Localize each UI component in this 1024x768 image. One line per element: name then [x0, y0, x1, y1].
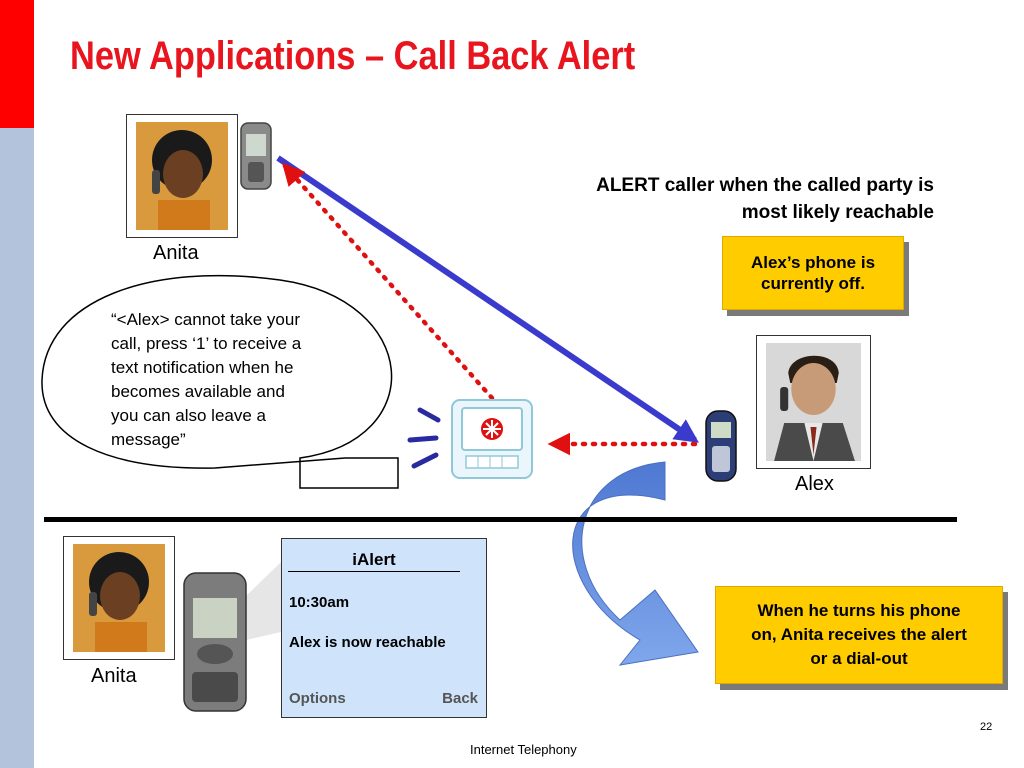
bubble-line: message” — [111, 430, 186, 449]
status-line1: Alex’s phone is — [750, 253, 876, 272]
alex-photo — [756, 335, 871, 469]
page-number: 22 — [980, 721, 993, 733]
alex-name: Alex — [795, 473, 834, 495]
screen-callout — [246, 562, 281, 640]
mobile-phone-icon — [705, 410, 737, 482]
back-softkey[interactable]: Back — [442, 690, 478, 707]
server-icon — [451, 399, 533, 479]
slide-footer: Internet Telephony — [470, 742, 577, 757]
alert-path-arrow — [282, 162, 495, 401]
result-line3: or a dial-out — [810, 649, 908, 668]
bubble-line: you can also leave a — [111, 406, 266, 425]
result-line2: on, Anita receives the alert — [751, 625, 967, 644]
side-bar-accent — [0, 0, 34, 128]
curved-arrow — [572, 461, 699, 666]
alert-heading-line2: most likely reachable — [741, 202, 934, 223]
avatar — [73, 544, 165, 652]
bubble-line: becomes available and — [111, 382, 285, 401]
anita-photo — [126, 114, 238, 238]
bubble-line: call, press ‘1’ to receive a — [111, 334, 302, 353]
anita-name-top: Anita — [153, 242, 199, 264]
side-bar — [0, 0, 34, 768]
phone-screen: iAlert 10:30am Alex is now reachable Opt… — [281, 538, 487, 718]
status-line2: currently off. — [761, 274, 865, 293]
anita-photo-bottom — [63, 536, 175, 660]
result-callout: When he turns his phone on, Anita receiv… — [715, 586, 1003, 684]
mobile-phone-icon — [240, 122, 272, 190]
bubble-line: text notification when he — [111, 358, 294, 377]
slide-title: New Applications – Call Back Alert — [70, 34, 636, 78]
avatar — [766, 343, 861, 461]
speech-bubble-text: “<Alex> cannot take your call, press ‘1’… — [111, 308, 351, 452]
screen-title: iAlert — [288, 550, 460, 572]
bubble-line: “<Alex> cannot take your — [111, 310, 301, 329]
alert-heading-line1: ALERT caller when the called party is — [596, 175, 934, 196]
screen-time: 10:30am — [289, 594, 350, 611]
avatar — [136, 122, 228, 230]
section-divider — [44, 517, 957, 522]
speech-bubble — [41, 274, 399, 489]
voice-wave-icon — [407, 407, 441, 469]
screen-message: Alex is now reachable — [289, 634, 446, 651]
alert-heading: ALERT caller when the called party is mo… — [514, 172, 934, 226]
mobile-phone-icon — [183, 572, 247, 712]
result-line1: When he turns his phone — [757, 601, 961, 620]
anita-name-bottom: Anita — [91, 665, 137, 687]
call-arrow — [276, 155, 699, 443]
options-softkey[interactable]: Options — [289, 690, 346, 707]
status-callout: Alex’s phone is currently off. — [722, 236, 904, 310]
